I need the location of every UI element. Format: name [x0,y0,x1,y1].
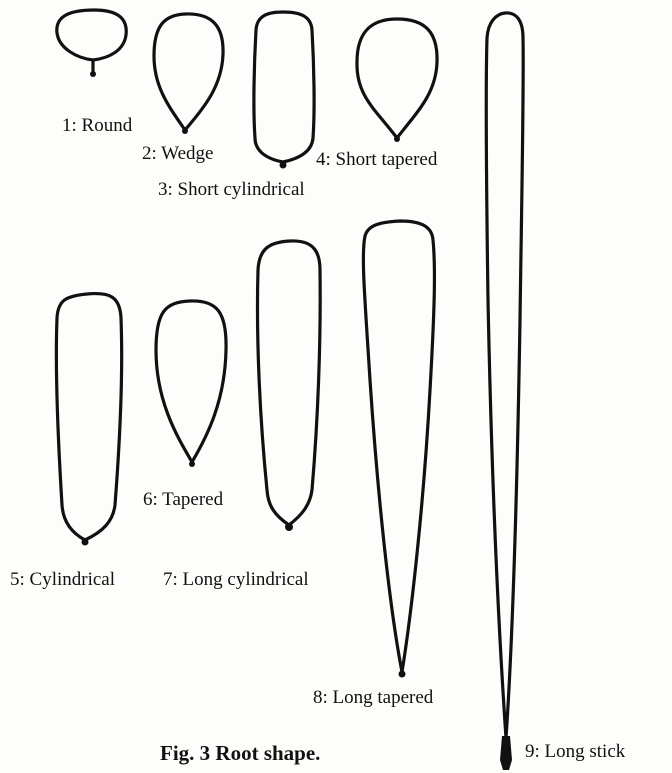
label-round: 1: Round [62,115,132,137]
root-shape-short-cylindrical [254,12,314,169]
root-shape-tapered [156,301,226,467]
label-short-cylindrical: 3: Short cylindrical [158,179,305,201]
root-shape-wedge [154,14,223,134]
root-shape-cylindrical [56,294,121,546]
root-shape-long-cylindrical [257,241,320,531]
root-shape-long-stick [486,13,523,770]
label-wedge: 2: Wedge [142,143,213,165]
root-shape-long-tapered [363,221,434,678]
label-tapered: 6: Tapered [143,489,223,511]
root-shape-short-tapered [357,19,437,142]
label-long-cylindrical: 7: Long cylindrical [163,569,309,591]
label-short-tapered: 4: Short tapered [316,149,437,171]
root-shape-round [57,10,126,77]
figure-caption: Fig. 3 Root shape. [160,741,320,766]
label-cylindrical: 5: Cylindrical [10,569,115,591]
label-long-stick: 9: Long stick [525,741,625,763]
label-long-tapered: 8: Long tapered [313,687,433,709]
